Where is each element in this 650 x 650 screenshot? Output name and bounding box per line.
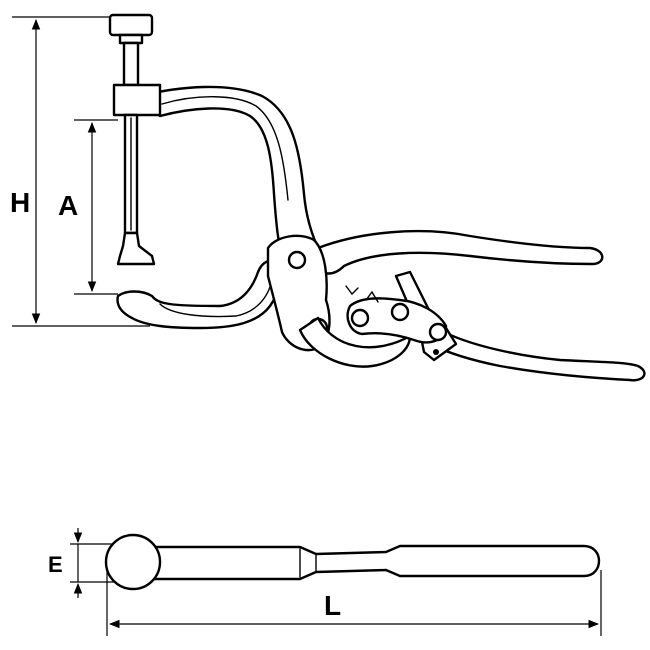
linkage-rivet-middle xyxy=(390,302,410,322)
upper-handle xyxy=(316,229,604,275)
release-pin xyxy=(433,349,439,355)
thickness-dimension-label: E xyxy=(48,552,63,577)
top-view-screw-knob xyxy=(104,533,162,591)
linkage-rivet-left xyxy=(350,308,370,328)
screw-rod-upper xyxy=(122,41,140,87)
adjusting-screw xyxy=(108,13,162,266)
height-dimension-label: H xyxy=(10,187,30,218)
top-view: E L xyxy=(48,528,602,636)
length-dimension: L xyxy=(106,570,602,636)
screw-block xyxy=(112,83,162,117)
side-view: H A xyxy=(10,13,646,382)
lower-handle xyxy=(428,328,646,382)
top-view-handle xyxy=(148,544,601,581)
lower-jaw-arm xyxy=(116,259,282,330)
height-dimension: H xyxy=(10,16,150,327)
swivel-pad xyxy=(116,231,156,266)
screw-knob xyxy=(108,13,154,37)
length-dimension-label: L xyxy=(324,590,341,621)
ratchet-teeth xyxy=(345,285,379,303)
jaw-opening-dimension: A xyxy=(58,119,118,295)
pivot-upper-rivet xyxy=(287,250,307,270)
jaw-opening-dimension-label: A xyxy=(58,190,78,221)
linkage-rivet-right xyxy=(428,322,448,342)
